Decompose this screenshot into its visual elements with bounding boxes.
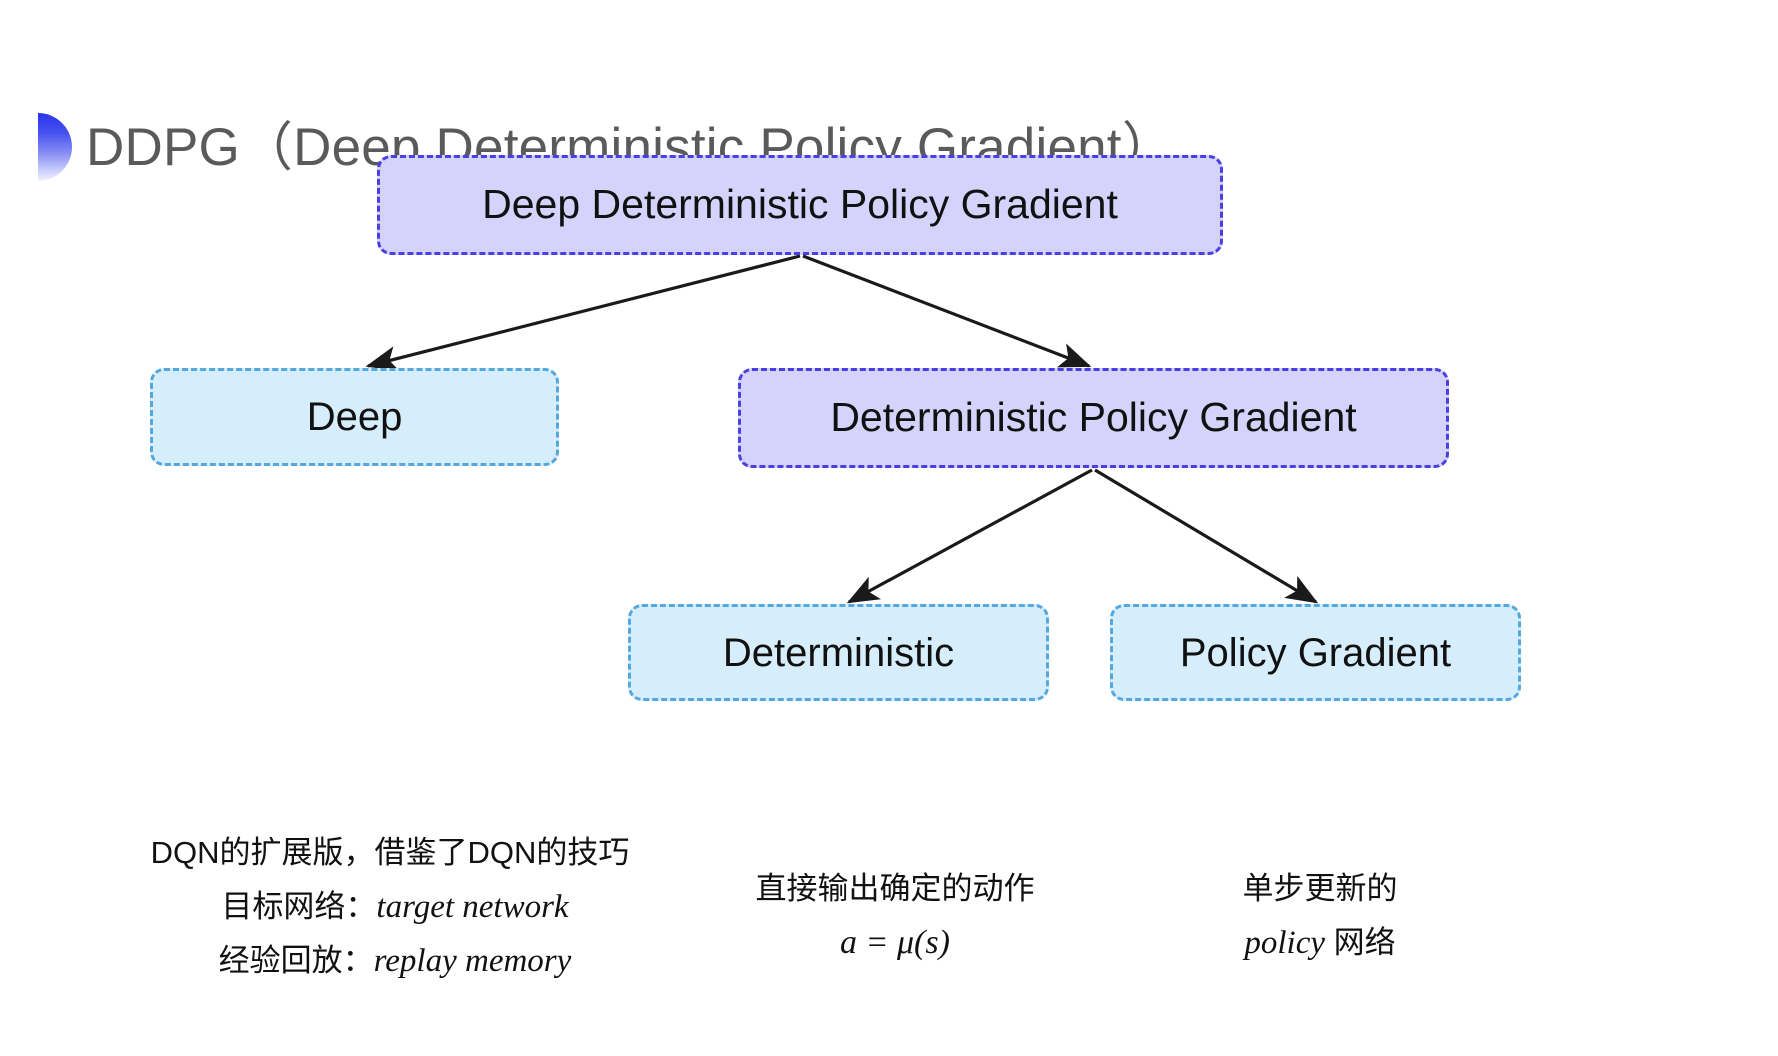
annotation-policy-gradient-line2: policy 网络 [1160,916,1480,970]
edge-root-to-dpg [802,254,1092,368]
edge-root-to-deep [365,254,801,372]
annotation-policy-gradient-suffix: 网络 [1325,925,1396,960]
node-deterministic-policy-gradient[interactable]: Deterministic Policy Gradient [738,368,1449,468]
annotation-deterministic: 直接输出确定的动作 a = μ(s) [730,862,1060,970]
annotation-policy-gradient-term: policy [1244,925,1325,961]
node-label: Deterministic Policy Gradient [830,394,1357,441]
node-label: Deep Deterministic Policy Gradient [482,181,1118,228]
node-deep-deterministic-policy-gradient[interactable]: Deep Deterministic Policy Gradient [377,155,1223,255]
node-label: Deep [306,395,403,439]
node-label: Deterministic [722,630,955,675]
node-deterministic[interactable]: Deterministic [628,604,1049,701]
annotation-deep: DQN的扩展版，借鉴了DQN的技巧 目标网络：target network 经验… [130,826,650,988]
node-policy-gradient[interactable]: Policy Gradient [1110,604,1521,701]
edge-dpg-to-deterministic [846,468,1093,604]
annotation-policy-gradient: 单步更新的 policy 网络 [1160,862,1480,970]
node-deep[interactable]: Deep [150,368,559,466]
annotation-deterministic-line1: 直接输出确定的动作 [755,871,1035,906]
annotation-policy-gradient-line1: 单步更新的 [1242,871,1398,906]
node-label: Policy Gradient [1179,630,1452,675]
annotation-deep-line1: DQN的扩展版，借鉴了DQN的技巧 [150,835,630,870]
annotation-deep-line2-label: 目标网络： [221,889,377,924]
annotation-deep-line2: 目标网络：target network [130,880,650,934]
annotation-deep-line3: 经验回放：replay memory [130,934,650,988]
annotation-deterministic-formula: a = μ(s) [840,924,950,961]
edge-dpg-to-policy-gradient [1094,468,1319,604]
annotation-deep-line3-label: 经验回放： [218,943,374,978]
half-circle-bullet-icon [38,113,72,181]
annotation-deep-line2-term: target network [376,889,569,925]
title-row: DDPG（Deep Deterministic Policy Gradient） [0,55,1778,181]
annotation-deep-line3-term: replay memory [373,943,572,979]
